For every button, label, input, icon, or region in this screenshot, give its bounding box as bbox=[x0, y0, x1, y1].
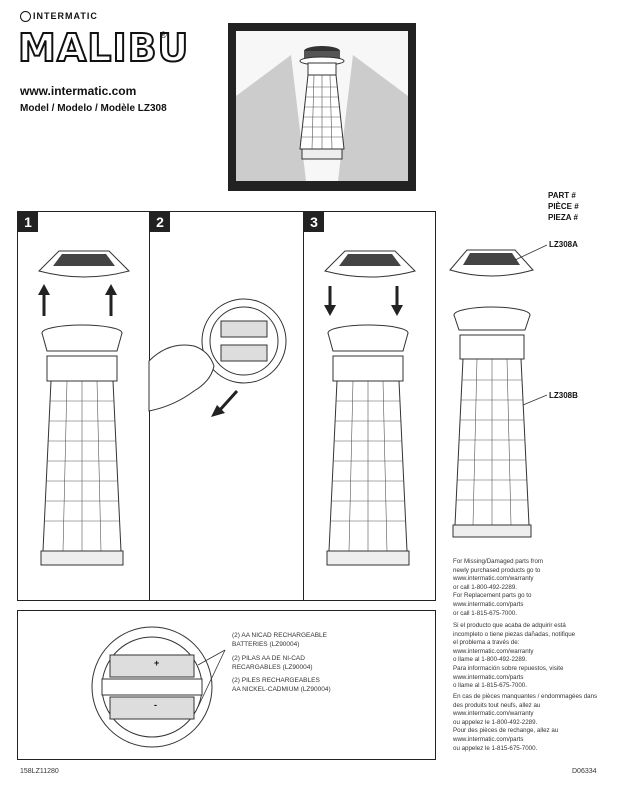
part-label-lz308a: LZ308A bbox=[549, 240, 578, 249]
part-header-fr: PIÈCE # bbox=[548, 202, 579, 211]
battery-icon-bottom bbox=[109, 696, 195, 720]
warranty-link[interactable]: www.intermatic.com/warranty bbox=[453, 575, 534, 583]
press-arrow-icon-left bbox=[324, 286, 336, 316]
step2-battery-removal-illustration bbox=[148, 298, 287, 417]
battery-note-fr: (2) PILES RECHARGEABLES AA NICKEL-CADMIU… bbox=[232, 677, 331, 693]
step1-lighthouse-illustration bbox=[38, 250, 130, 566]
missing-parts-info-es: Si el producto que acaba de adquirir est… bbox=[453, 622, 576, 690]
battery-icon-top bbox=[109, 654, 195, 678]
step-number-1: 1 bbox=[18, 212, 38, 232]
step3-lighthouse-illustration bbox=[324, 250, 416, 566]
battery-note-en: (2) AA NICAD RECHARGEABLE BATTERIES (LZ9… bbox=[232, 632, 327, 648]
website-url[interactable]: www.intermatic.com bbox=[20, 84, 137, 98]
parts-lighthouse-illustration bbox=[449, 244, 548, 538]
step-number-3: 3 bbox=[304, 212, 324, 232]
parts-header: PART # PIÈCE # PIEZA # bbox=[548, 190, 579, 223]
part-lz308b-icon bbox=[452, 306, 532, 538]
part-header-en: PART # bbox=[548, 191, 576, 200]
brand-logo: MALIBU bbox=[17, 25, 190, 71]
parts-link[interactable]: www.intermatic.com/parts bbox=[453, 600, 524, 608]
part-label-lz308b: LZ308B bbox=[549, 391, 578, 400]
battery-minus-mark: - bbox=[154, 700, 157, 710]
model-number: Model / Modelo / Modèle LZ308 bbox=[20, 103, 167, 114]
lift-arrow-icon-left bbox=[38, 284, 50, 316]
battery-note-es: (2) PILAS AA DE NI-CAD RECARGABLES (LZ90… bbox=[232, 655, 313, 671]
brand-intermatic: INTERMATIC bbox=[20, 11, 98, 23]
registered-mark: ® bbox=[160, 30, 167, 40]
footer-doc-code-right: D06334 bbox=[572, 768, 597, 775]
step-number-2: 2 bbox=[150, 212, 170, 232]
intermatic-logo-icon bbox=[20, 11, 31, 23]
hero-image bbox=[228, 23, 416, 191]
footer-doc-code-left: 158LZ11280 bbox=[20, 768, 59, 775]
solar-cap-icon bbox=[324, 250, 416, 278]
battery-compartment-icon bbox=[201, 298, 287, 384]
battery-plus-mark: + bbox=[154, 658, 160, 668]
part-header-es: PIEZA # bbox=[548, 213, 578, 222]
hand-icon bbox=[148, 344, 215, 412]
lift-arrow-icon-right bbox=[105, 284, 117, 316]
hero-lighthouse-illustration bbox=[236, 31, 408, 181]
missing-parts-info-fr: En cas de pièces manquantes / endommagée… bbox=[453, 693, 598, 752]
battery-panel bbox=[17, 610, 436, 760]
brand-small-text: INTERMATIC bbox=[33, 11, 98, 21]
missing-parts-info-en: For Missing/Damaged parts from newly pur… bbox=[453, 558, 544, 617]
remove-arrow-icon bbox=[211, 389, 239, 417]
part-lz308a-icon bbox=[449, 249, 534, 277]
step-panel-3: 3 bbox=[303, 211, 436, 601]
battery-compartment-illustration bbox=[91, 626, 226, 748]
press-arrow-icon-right bbox=[391, 286, 403, 316]
solar-cap-icon bbox=[38, 250, 130, 278]
lighthouse-hero-icon bbox=[236, 46, 408, 181]
